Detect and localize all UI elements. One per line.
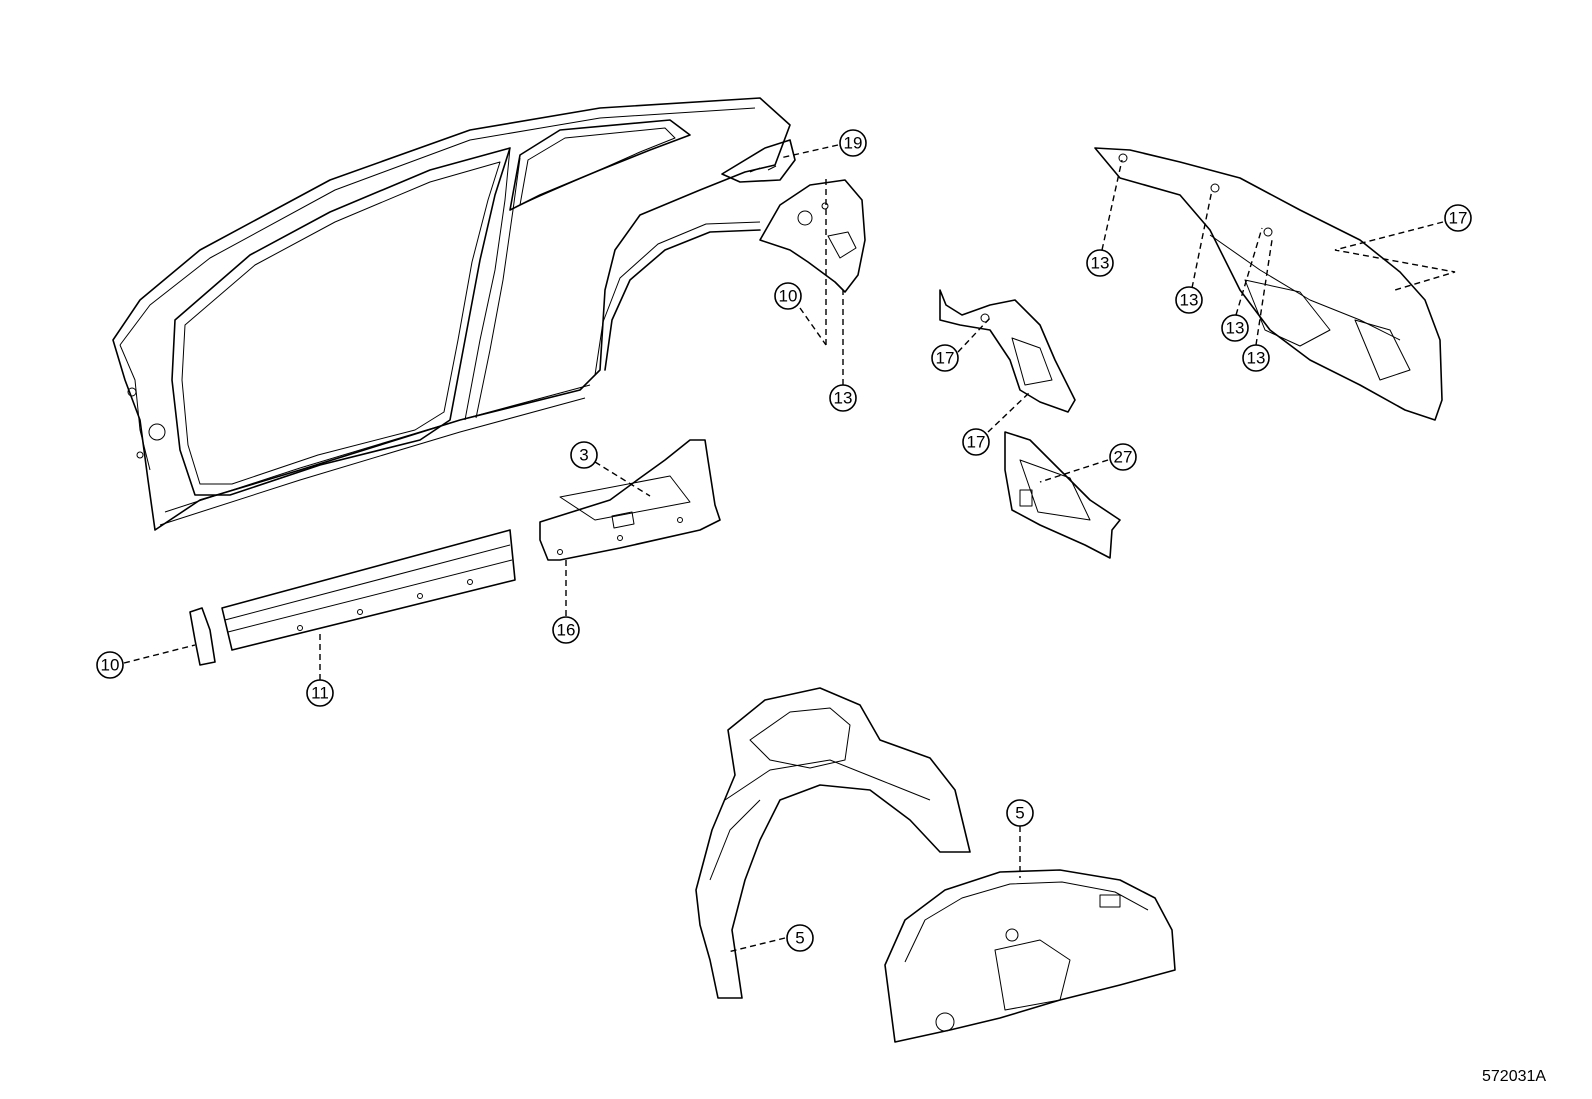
inner-quarter-panel-upper <box>939 289 1076 413</box>
callout-10-lower: 10 <box>96 651 124 679</box>
wheelhouse-inner <box>884 869 1176 1043</box>
callout-13-back-4: 13 <box>1242 344 1270 372</box>
svg-text:13: 13 <box>1180 291 1199 310</box>
quarter-inner-extension <box>759 179 866 293</box>
callout-3: 3 <box>570 441 598 469</box>
callout-5-outer: 5 <box>786 924 814 952</box>
svg-text:11: 11 <box>311 684 329 703</box>
svg-text:13: 13 <box>1226 319 1245 338</box>
front-pillar-bracket <box>189 607 216 666</box>
rear-upper-gusset <box>721 139 796 183</box>
callout-13-quarter: 13 <box>829 384 857 412</box>
diagram-reference-code: 572031A <box>1482 1068 1547 1085</box>
wheelhouse-outer <box>695 687 971 999</box>
svg-text:10: 10 <box>779 287 798 306</box>
callout-10-upper: 10 <box>774 282 802 310</box>
side-body-panel <box>112 97 791 531</box>
callout-11: 11 <box>306 679 334 707</box>
callout-13-back-3: 13 <box>1221 314 1249 342</box>
callout-5-inner: 5 <box>1006 799 1034 827</box>
svg-text:13: 13 <box>834 389 853 408</box>
callout-19: 19 <box>839 129 867 157</box>
svg-text:19: 19 <box>844 134 863 153</box>
callout-27: 27 <box>1109 443 1137 471</box>
callout-17-inner-lower: 17 <box>962 428 990 456</box>
callout-13-back-1: 13 <box>1086 249 1114 277</box>
rocker-reinforcement <box>221 529 516 651</box>
svg-text:5: 5 <box>795 929 804 948</box>
svg-text:27: 27 <box>1114 448 1133 467</box>
svg-text:5: 5 <box>1015 804 1024 823</box>
callout-16: 16 <box>552 616 580 644</box>
svg-text:13: 13 <box>1247 349 1266 368</box>
svg-text:16: 16 <box>557 621 576 640</box>
svg-text:17: 17 <box>936 349 955 368</box>
callout-13-back-2: 13 <box>1175 286 1203 314</box>
leader-lines <box>123 144 1456 953</box>
callout-17-back: 17 <box>1444 204 1472 232</box>
rocker-rear-bracket <box>539 439 721 561</box>
svg-text:17: 17 <box>967 433 986 452</box>
svg-text:3: 3 <box>579 446 588 465</box>
svg-text:10: 10 <box>101 656 120 675</box>
svg-text:17: 17 <box>1449 209 1468 228</box>
back-panel <box>1094 147 1443 421</box>
inner-quarter-panel-lower <box>1004 431 1121 559</box>
callout-17-inner-upper: 17 <box>931 344 959 372</box>
svg-text:13: 13 <box>1091 254 1110 273</box>
